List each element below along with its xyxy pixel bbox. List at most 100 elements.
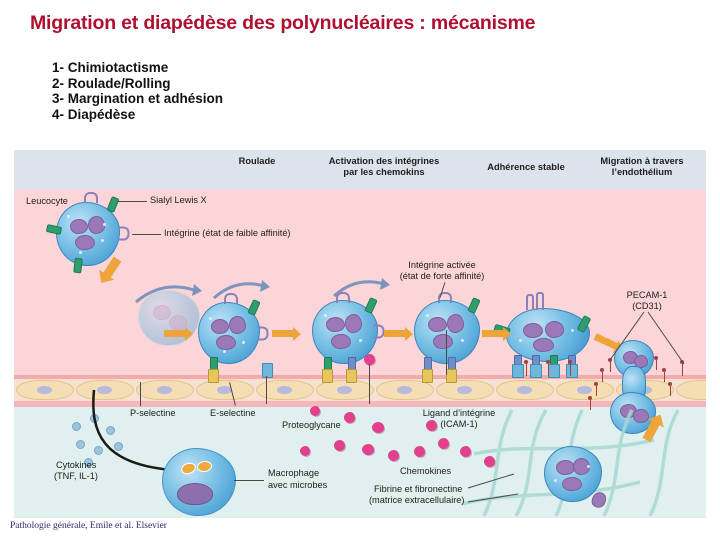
label-fibrine-line2: (matrice extracellulaire) bbox=[369, 495, 465, 505]
label-pecam-1: PECAM-1 (CD31) bbox=[626, 290, 668, 311]
proteoglycan bbox=[262, 363, 273, 378]
mechanism-step-list: 1- Chimiotactisme 2- Roulade/Rolling 3- … bbox=[52, 60, 223, 122]
macrophage-cell bbox=[162, 448, 236, 516]
endothelial-nucleus bbox=[277, 386, 292, 394]
progression-arrow bbox=[384, 326, 413, 341]
stage-header-adherence: Adhérence stable bbox=[487, 162, 565, 172]
stage-header-activation: Activation des intégrines par les chemok… bbox=[328, 156, 440, 177]
basement-membrane-line bbox=[14, 401, 706, 407]
integrin-low-affinity bbox=[373, 324, 385, 339]
integrin-low-affinity bbox=[336, 292, 350, 303]
integrin-low-affinity bbox=[257, 326, 269, 341]
label-e-selectine: E-selectine bbox=[210, 408, 256, 418]
cytokine-particle bbox=[84, 458, 93, 467]
label-integrine-faible-affinite: Intégrine (état de faible affinité) bbox=[164, 228, 291, 238]
integrin-activated bbox=[526, 294, 534, 310]
chemokine-particle bbox=[438, 438, 449, 449]
page-title: Migration et diapédèse des polynucléaire… bbox=[30, 12, 536, 34]
integrin-activated bbox=[438, 292, 452, 303]
pecam-1-molecule bbox=[594, 382, 598, 386]
pecam-1-molecule bbox=[568, 360, 572, 364]
leader-line bbox=[118, 201, 147, 202]
endothelial-nucleus bbox=[157, 386, 172, 394]
step-item-4: 4- Diapédèse bbox=[52, 106, 136, 122]
chemokine-particle bbox=[300, 446, 310, 456]
leukocyte-emigrated bbox=[544, 446, 602, 502]
pecam-stalk bbox=[610, 362, 612, 372]
rolling-arrow bbox=[212, 280, 270, 300]
step-item-3: 3- Margination et adhésion bbox=[52, 91, 224, 106]
leader-line bbox=[266, 376, 267, 404]
chemokine-particle bbox=[460, 446, 471, 457]
label-macrophage-line2: avec microbes bbox=[268, 480, 328, 490]
progression-arrow bbox=[164, 326, 193, 341]
label-leucocyte: Leucocyte bbox=[26, 196, 68, 206]
chemokine-particle bbox=[372, 422, 384, 433]
endothelial-nucleus bbox=[337, 386, 352, 394]
endothelial-nucleus bbox=[37, 386, 52, 394]
source-citation: Pathologie générale, Emile et al. Elsevi… bbox=[10, 521, 167, 531]
pecam-stalk bbox=[526, 364, 528, 376]
proteoglycan bbox=[530, 364, 542, 378]
pecam-stalk bbox=[570, 364, 572, 376]
pecam-stalk bbox=[664, 372, 666, 382]
progression-arrow bbox=[272, 326, 301, 341]
chemokine-particle bbox=[388, 450, 399, 461]
label-proteoglycane: Proteoglycane bbox=[282, 420, 341, 430]
label-integrine-activee: Intégrine activée (état de forte affinit… bbox=[399, 260, 485, 281]
sialyl-lewis-x-receptor bbox=[73, 257, 83, 274]
proteoglycan bbox=[512, 364, 524, 378]
rolling-arrow bbox=[135, 284, 202, 304]
pecam-1-molecule bbox=[680, 360, 684, 364]
label-ligand-integrine: Ligand d’intégrine (ICAM-1) bbox=[422, 408, 496, 429]
cytokine-particle bbox=[106, 426, 115, 435]
leukocyte-extravasation-diagram: Roulade Activation des intégrines par le… bbox=[14, 150, 706, 518]
icam-ligand bbox=[422, 369, 433, 383]
chemokine-particle bbox=[310, 406, 320, 416]
chemokine-particle bbox=[426, 420, 437, 431]
pecam-stalk bbox=[590, 400, 592, 410]
endothelial-nucleus bbox=[397, 386, 412, 394]
stage-header-roulade: Roulade bbox=[238, 156, 276, 166]
leader-line bbox=[234, 480, 264, 481]
endothelial-nucleus bbox=[97, 386, 112, 394]
chemokine-particle bbox=[484, 456, 495, 467]
progression-arrow bbox=[482, 326, 511, 341]
endothelial-nucleus bbox=[217, 386, 232, 394]
pecam-1-molecule bbox=[588, 396, 592, 400]
pecam-stalk bbox=[602, 372, 604, 382]
step-item-1: 1- Chimiotactisme bbox=[52, 60, 169, 75]
integrin-low-affinity bbox=[84, 192, 98, 203]
label-cytokines-line2: (TNF, IL-1) bbox=[54, 471, 98, 481]
fibrin-leader-lines bbox=[467, 473, 519, 503]
chemokine-particle bbox=[344, 412, 355, 423]
step-item-2: 2- Roulade/Rolling bbox=[52, 75, 171, 91]
leukocyte-cell-2 bbox=[198, 302, 260, 364]
leukocyte-cell-1 bbox=[56, 202, 120, 266]
pecam-1-molecule bbox=[524, 360, 528, 364]
pecam-stalk bbox=[548, 364, 550, 376]
icam-ligand bbox=[446, 369, 457, 383]
label-p-selectine: P-selectine bbox=[130, 408, 176, 418]
luminal-membrane-line bbox=[14, 375, 706, 379]
pecam-stalk bbox=[656, 360, 658, 370]
pecam-1-molecule bbox=[662, 368, 666, 372]
chemokine-particle bbox=[362, 444, 374, 455]
chemokine-particle bbox=[414, 446, 425, 457]
pecam-1-molecule bbox=[600, 368, 604, 372]
label-fibrine-line1: Fibrine et fibronectine bbox=[374, 484, 463, 494]
stage-header-band bbox=[14, 150, 706, 189]
integrin-activated bbox=[536, 292, 544, 310]
pecam-stalk bbox=[682, 364, 684, 376]
pecam-1-molecule bbox=[654, 356, 658, 360]
proteoglycan bbox=[566, 364, 578, 378]
pecam-stalk bbox=[596, 386, 598, 396]
chemokine-particle bbox=[334, 440, 345, 451]
label-chemokines: Chemokines bbox=[400, 466, 452, 476]
integrin-low-affinity bbox=[118, 226, 130, 241]
pecam-stalk bbox=[670, 386, 672, 396]
pecam-1-molecule bbox=[546, 360, 550, 364]
leader-line bbox=[132, 234, 161, 235]
selectin-ligand bbox=[322, 369, 333, 383]
leader-line bbox=[446, 330, 447, 375]
